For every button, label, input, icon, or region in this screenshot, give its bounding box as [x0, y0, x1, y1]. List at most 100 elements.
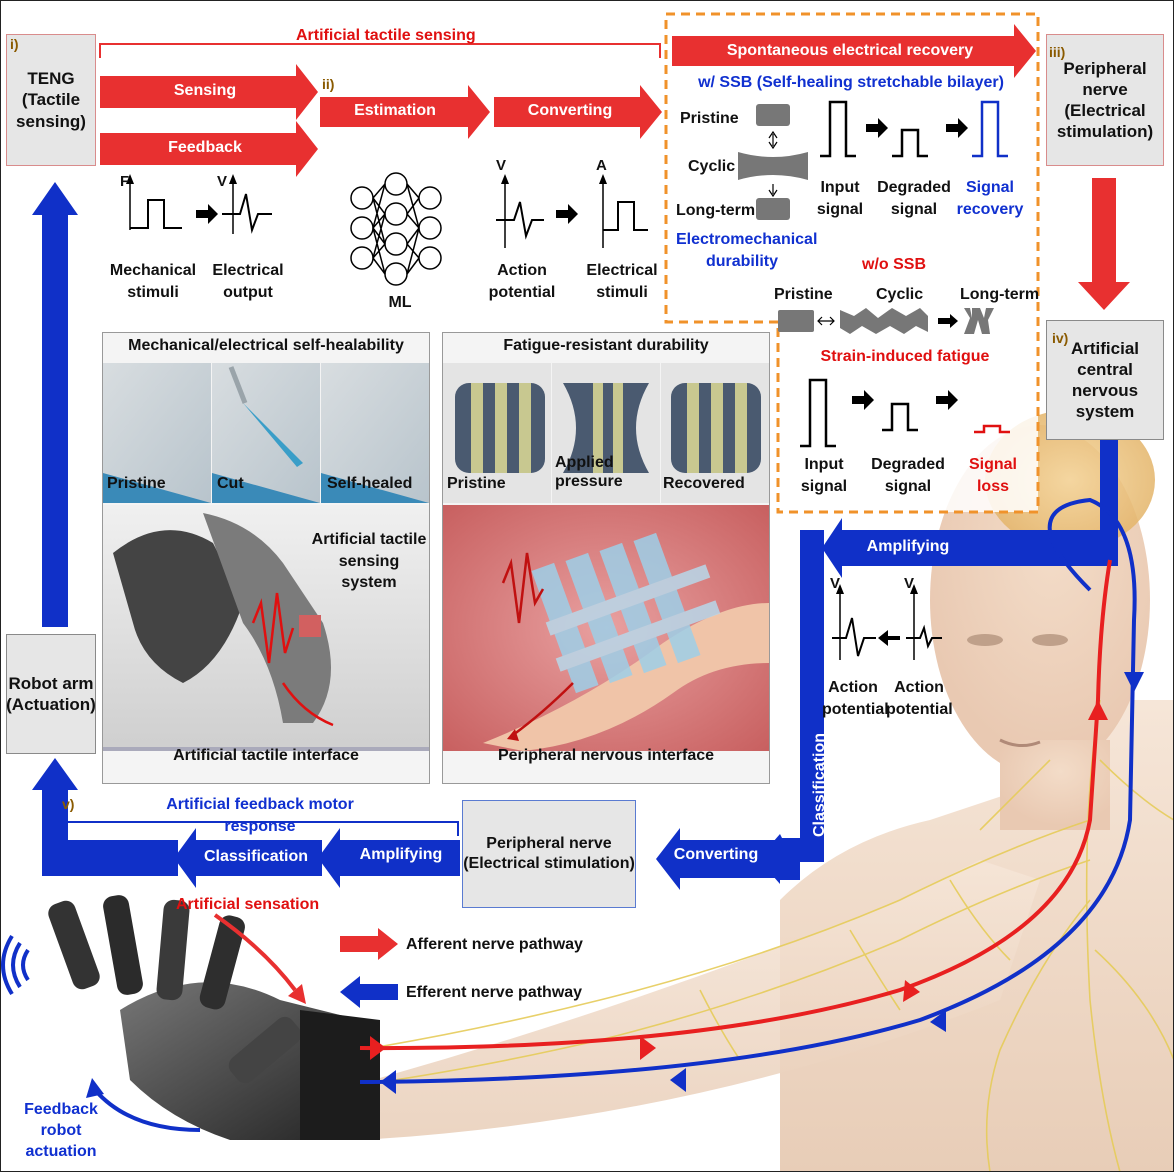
central-nervous-label: Artificial central nervous system: [1070, 338, 1140, 422]
action-potential-a-label: Action potential: [822, 679, 889, 718]
stretch-band-pressed: [563, 383, 649, 473]
central-nervous-box: Artificial central nervous system: [1046, 320, 1164, 440]
pristine-block: [756, 104, 790, 126]
efferent-legend-arrow: [340, 976, 398, 1008]
action-potential-b-label: Action potential: [886, 679, 953, 718]
electrode-mesh: [531, 532, 721, 694]
axis-f-label: F: [120, 173, 130, 190]
degraded-signal2-label: Degraded signal: [871, 456, 945, 495]
mechanical-stimuli-label: Mechanical stimuli: [109, 262, 197, 301]
axis-v-a-label: V: [830, 575, 841, 592]
electrical-spike: [222, 193, 272, 234]
recovery-graphics: [738, 100, 1010, 448]
classification-blue-arrow: [174, 828, 322, 888]
feedback-robot-label: Feedback robot actuation: [24, 1101, 98, 1160]
strain-fatigue-label: Strain-induced fatigue: [820, 348, 990, 365]
cyclic-label: Cyclic: [688, 158, 736, 175]
band-pristine-label: Pristine: [447, 475, 506, 492]
stage-ii-label: ii): [322, 76, 335, 92]
robot-arm-box: Robot arm (Actuation): [6, 634, 96, 754]
teng-label: TENG (Tactile sensing): [16, 69, 86, 131]
stage-i-label: i): [10, 36, 19, 52]
band-recovered-label: Recovered: [663, 475, 745, 492]
tactile-system-label: Artificial tactile sensing system: [311, 531, 427, 592]
feedback-label: Feedback: [168, 139, 242, 156]
degraded-signal-label: Degraded signal: [877, 179, 951, 218]
sensing-arrow: [100, 64, 318, 120]
robot-arm-label: Robot arm (Actuation): [6, 673, 96, 714]
electrical-stimuli-label: Electrical stimuli: [586, 262, 658, 301]
recovery-arrow: [672, 24, 1036, 78]
peripheral-nerve-top-label: Peripheral nerve (Electrical stimulation…: [1056, 58, 1154, 142]
tactile-signal-wave: [251, 592, 295, 664]
signal-graphs-top: [126, 172, 648, 286]
axis-v2-label: V: [496, 157, 507, 174]
self-healability-title: Mechanical/electrical self-healability: [128, 337, 404, 354]
mechanical-pulse: [130, 199, 182, 229]
estimation-arrow: [320, 85, 490, 139]
stretch-band-recovered: [671, 383, 761, 473]
amplifying-blue-arrow: [318, 828, 460, 888]
robot-up-arrow: [32, 758, 78, 867]
afferent-label: Afferent nerve pathway: [406, 936, 583, 953]
feedback-arrow: [100, 121, 318, 177]
artificial-sensation-label: Artificial sensation: [176, 896, 320, 913]
nervous-interface-caption: Peripheral nervous interface: [497, 747, 715, 764]
cyclic-block: [738, 152, 808, 180]
axis-v-b-label: V: [904, 575, 915, 592]
sensing-label: Sensing: [173, 82, 237, 99]
tactile-interface-caption: Artificial tactile interface: [173, 747, 359, 764]
efferent-pathway: [359, 497, 1137, 1084]
stage-iii-label: iii): [1049, 44, 1066, 60]
sensor-icon: [299, 615, 321, 637]
cut-line: [243, 403, 303, 467]
longterm-block-2: [964, 308, 994, 334]
long-term2-label: Long-term: [960, 286, 1040, 303]
action-potential-label: Action potential: [488, 262, 556, 301]
stage-iv-label: iv): [1052, 330, 1069, 346]
recovered-signal: [972, 100, 1008, 158]
with-ssb-label: w/ SSB (Self-healing stretchable bilayer…: [698, 74, 1004, 91]
afferent-legend-arrow: [340, 928, 398, 960]
pristine2-label: Pristine: [774, 286, 833, 303]
recovery-title: Spontaneous electrical recovery: [726, 42, 974, 59]
robot-hand: [48, 895, 380, 1140]
converting-blue-arrow: [656, 828, 780, 890]
band-pressure-label: Applied pressure: [555, 454, 623, 491]
up-blue-arrow: [32, 182, 78, 627]
axis-a-label: A: [596, 157, 607, 174]
classification-vertical-bar: [800, 530, 824, 862]
converting-label: Converting: [527, 102, 613, 119]
peripheral-nerve-top-box: Peripheral nerve (Electrical stimulation…: [1046, 34, 1164, 166]
teng-box: TENG (Tactile sensing): [6, 34, 96, 166]
estimation-label: Estimation: [354, 102, 436, 119]
tactile-interface-panel: Mechanical/electrical self-healability P…: [102, 332, 430, 784]
action-potential-graphs: [832, 584, 942, 660]
efferent-label: Efferent nerve pathway: [406, 984, 583, 1001]
cyclic2-label: Cyclic: [876, 286, 924, 303]
classification-vertical-label: Classification: [811, 732, 828, 838]
amplifying-bottom-label: Amplifying: [359, 846, 443, 863]
converting-arrow: [494, 85, 662, 139]
pristine-label: Pristine: [680, 110, 739, 127]
pristine-photo-label: Pristine: [107, 475, 166, 492]
signal-waves-icon: [1, 934, 30, 996]
signal-recovery-label: Signal recovery: [956, 179, 1024, 218]
ml-label: ML: [388, 294, 412, 311]
longterm-block: [756, 198, 790, 220]
electrical-output-label: Electrical output: [212, 262, 284, 301]
artificial-tactile-sensing-title: Artificial tactile sensing: [296, 27, 476, 44]
cyclic-block-2: [840, 308, 928, 334]
durability-title: Fatigue-resistant durability: [503, 337, 709, 354]
input-signal-label: Input signal: [816, 179, 864, 218]
stretch-band-pristine: [455, 383, 545, 473]
neural-network-icon: [350, 172, 442, 286]
stage-v-label: v): [62, 796, 75, 812]
pristine-block-2: [778, 310, 814, 332]
nervous-interface-panel: Fatigue-resistant durability: [442, 332, 770, 784]
axis-v-label: V: [217, 173, 228, 190]
lost-signal: [974, 424, 1010, 434]
without-ssb-label: w/o SSB: [862, 256, 927, 273]
